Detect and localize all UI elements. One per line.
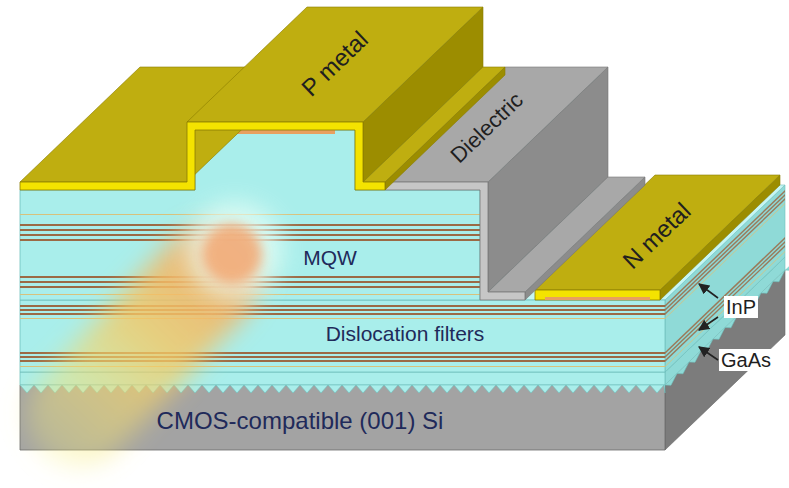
side-face — [525, 177, 645, 300]
layer-label: Dislocation filters — [326, 322, 485, 345]
p-metal-layer — [20, 7, 505, 190]
leader-arrow — [699, 347, 718, 360]
layer-label: InP — [724, 296, 758, 318]
contact-layer — [545, 297, 650, 300]
top-face — [488, 177, 645, 292]
leader-arrow — [699, 317, 718, 330]
front-face — [20, 122, 385, 190]
layer-label: MQW — [303, 246, 357, 269]
emission-spot — [202, 224, 262, 284]
leader-arrow — [699, 284, 718, 298]
front-face — [535, 290, 660, 300]
emission-halo — [187, 202, 283, 298]
layer-label: GaAs — [719, 349, 773, 371]
beam-glow — [5, 207, 280, 488]
light-beam — [5, 207, 280, 488]
front-face — [385, 182, 525, 300]
substrate-label: CMOS-compatible (001) Si — [157, 408, 444, 434]
top-face — [187, 7, 483, 122]
